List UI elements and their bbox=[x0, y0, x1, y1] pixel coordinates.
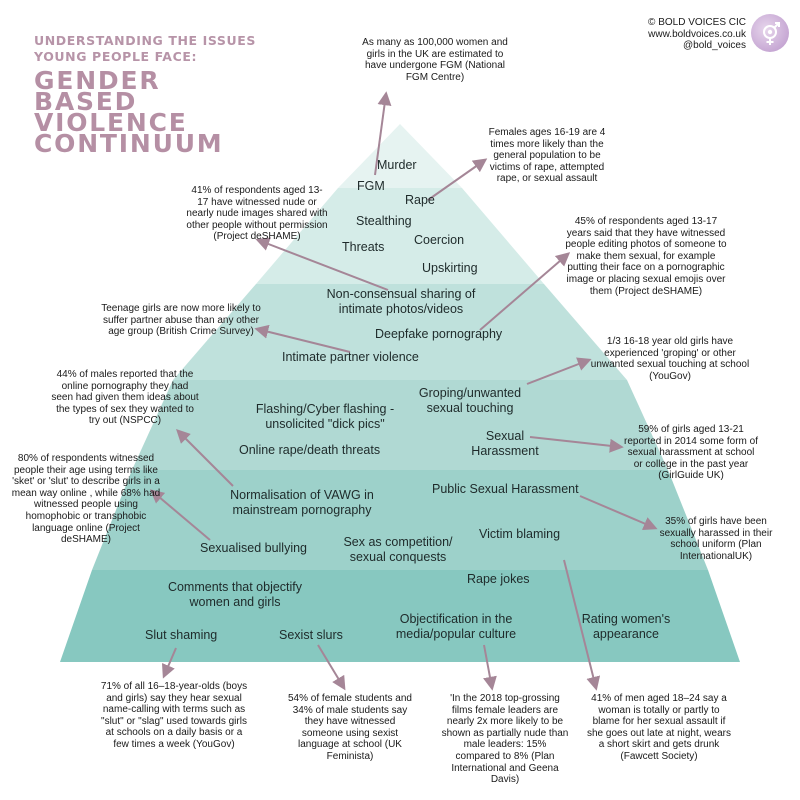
connector-blame bbox=[563, 559, 601, 691]
title-line-1: GENDER bbox=[34, 66, 161, 95]
note-rape: Females ages 16-19 are 4 times more like… bbox=[488, 127, 606, 185]
label-cyberflashing: Flashing/Cyber flashing - unsolicited "d… bbox=[255, 402, 395, 431]
label-slut-shaming: Slut shaming bbox=[145, 628, 218, 642]
label-objectification: Objectification in the media/popular cul… bbox=[395, 612, 517, 641]
note-blame: 41% of men aged 18–24 say a woman is tot… bbox=[587, 693, 731, 762]
label-sexist-slurs: Sexist slurs bbox=[279, 628, 343, 642]
pyramid-tiers bbox=[60, 124, 740, 662]
note-harassment-school: 59% of girls aged 13-21 reported in 2014… bbox=[624, 424, 758, 482]
note-fgm: As many as 100,000 women and girls in th… bbox=[362, 37, 508, 83]
label-stealthing: Stealthing bbox=[356, 214, 412, 228]
label-rape-jokes: Rape jokes bbox=[467, 572, 530, 586]
connector-uniform bbox=[579, 495, 658, 531]
tier-6 bbox=[60, 570, 740, 662]
connector-films bbox=[483, 644, 497, 691]
connector-name-calling bbox=[161, 647, 177, 679]
note-nude-images: 41% of respondents aged 13-17 have witne… bbox=[186, 185, 328, 243]
connector-terms bbox=[149, 489, 211, 541]
label-upskirting: Upskirting bbox=[422, 261, 478, 275]
label-fgm: FGM bbox=[357, 179, 385, 193]
website-text: www.boldvoices.co.uk bbox=[648, 28, 746, 40]
connector-groping bbox=[526, 357, 592, 385]
note-partner-abuse: Teenage girls are now more likely to suf… bbox=[101, 303, 261, 338]
label-comments: Comments that objectify women and girls bbox=[167, 580, 303, 609]
label-online-rape: Online rape/death threats bbox=[239, 443, 381, 457]
label-groping: Groping/unwanted sexual touching bbox=[418, 386, 522, 415]
page-title: GENDER BASED VIOLENCE CONTINUUM bbox=[34, 66, 274, 158]
connector-harassment-school bbox=[529, 436, 624, 453]
note-groping: 1/3 16-18 year old girls have experience… bbox=[590, 336, 750, 382]
label-rating: Rating women's appearance bbox=[581, 612, 671, 641]
connector-rape bbox=[427, 158, 488, 201]
note-uniform: 35% of girls have been sexually harassed… bbox=[659, 516, 773, 562]
subtitle: UNDERSTANDING THE ISSUES YOUNG PEOPLE FA… bbox=[34, 33, 257, 64]
label-threats: Threats bbox=[342, 240, 385, 254]
title-line-4: CONTINUUM bbox=[34, 129, 224, 158]
note-films: 'In the 2018 top-grossing films female l… bbox=[441, 693, 569, 786]
handle-text: @bold_voices bbox=[683, 40, 746, 51]
copyright-text: © BOLD VOICES CIC bbox=[648, 17, 746, 28]
connectors bbox=[149, 91, 658, 691]
tier-4 bbox=[132, 380, 668, 470]
label-rape: Rape bbox=[405, 193, 435, 207]
note-pornography: 44% of males reported that the online po… bbox=[51, 369, 199, 427]
label-sex-competition: Sex as competition/ sexual conquests bbox=[343, 535, 453, 564]
label-normalisation: Normalisation of VAWG in mainstream porn… bbox=[230, 488, 374, 517]
connector-pornography bbox=[176, 429, 234, 487]
gender-symbol-icon bbox=[751, 14, 789, 52]
tier-2 bbox=[256, 188, 544, 284]
connector-sexist-language bbox=[317, 644, 346, 691]
title-line-2: BASED bbox=[34, 87, 138, 116]
label-sexual-harassment: Sexual Harassment bbox=[471, 429, 539, 458]
tier-5 bbox=[92, 470, 708, 570]
tier-3 bbox=[173, 284, 627, 380]
note-terms: 80% of respondents witnessed people thei… bbox=[11, 453, 161, 546]
note-deepfake: 45% of respondents aged 13-17 years said… bbox=[565, 216, 727, 297]
label-public-harassment: Public Sexual Harassment bbox=[432, 482, 579, 496]
label-ipv: Intimate partner violence bbox=[282, 350, 419, 364]
label-sexualised-bullying: Sexualised bullying bbox=[200, 541, 308, 555]
brand-info: © BOLD VOICES CIC www.boldvoices.co.uk @… bbox=[626, 17, 746, 52]
connector-nude-images bbox=[255, 237, 389, 291]
label-deepfake: Deepfake pornography bbox=[375, 327, 503, 341]
label-victim-blaming: Victim blaming bbox=[479, 527, 561, 541]
connector-fgm bbox=[374, 91, 392, 176]
tier-1 bbox=[338, 124, 462, 188]
label-nonconsensual: Non-consensual sharing of intimate photo… bbox=[326, 287, 476, 316]
connector-deepfake bbox=[479, 252, 571, 331]
label-murder: Murder bbox=[377, 158, 417, 172]
label-coercion: Coercion bbox=[414, 233, 465, 247]
note-name-calling: 71% of all 16–18-year-olds (boys and gir… bbox=[100, 681, 248, 750]
note-sexist-language: 54% of female students and 34% of male s… bbox=[288, 693, 412, 762]
connector-partner-abuse bbox=[254, 324, 351, 353]
title-line-3: VIOLENCE bbox=[34, 108, 188, 137]
